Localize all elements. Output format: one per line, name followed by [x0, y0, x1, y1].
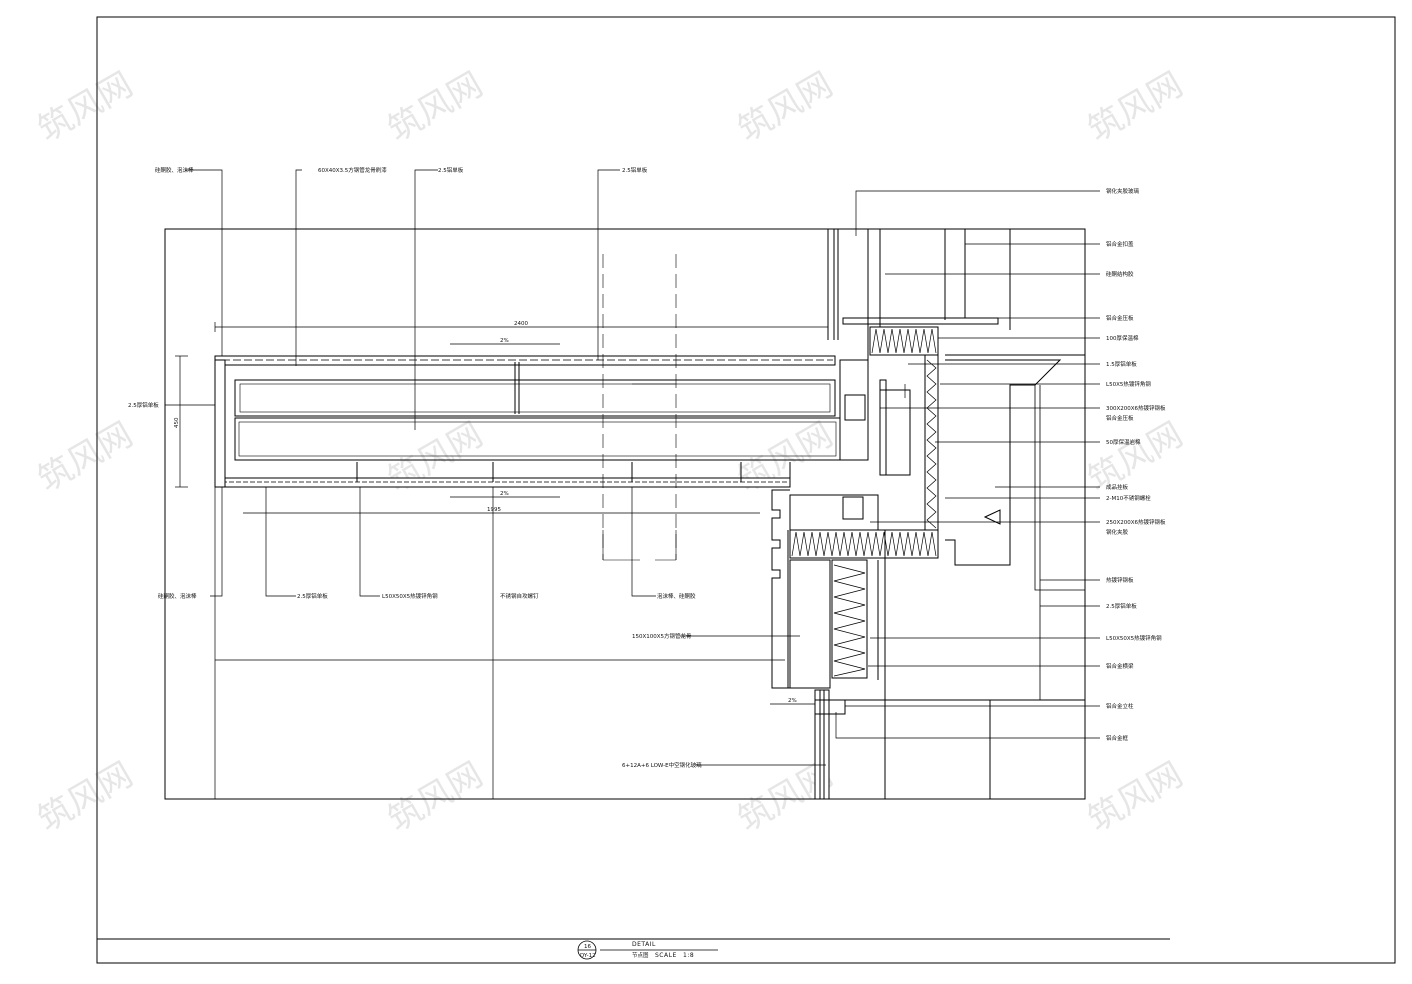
label-top: 2.5铝单板: [438, 166, 464, 174]
label-bottom: 2.5厚铝单板: [297, 592, 328, 600]
watermark: 筑风网: [731, 64, 839, 150]
label-right: 硅酮结构胶: [1106, 270, 1134, 278]
detail-ref-sheet: DY-12: [580, 953, 596, 959]
watermark: 筑风网: [31, 64, 139, 150]
dim-slope-bottom: 2%: [500, 491, 509, 497]
label-bottom: L50X50X5热镀锌角钢: [382, 592, 438, 600]
label-right: 热镀锌钢板: [1106, 576, 1134, 584]
label-right: 钢化夹胶玻璃: [1106, 187, 1140, 195]
label-mid: 150X100X5方钢管龙骨: [632, 632, 692, 640]
insulation-block: [869, 326, 939, 356]
label-right: 50厚保温岩棉: [1106, 438, 1141, 446]
watermark: 筑风网: [381, 754, 489, 840]
label-glass: 6+12A+6 LOW-E中空钢化玻璃: [622, 761, 702, 769]
label-right: 铝合金压板: [1106, 314, 1134, 322]
elevation-marker: [983, 509, 1001, 525]
label-right: 铝合金横梁: [1106, 662, 1134, 670]
label-right: 2-M10不锈钢螺栓: [1106, 494, 1151, 502]
label-top: 硅酮胶、泡沫棒: [155, 166, 194, 174]
label-right: L50X5热镀锌角钢: [1106, 380, 1151, 388]
scale-value: 1:8: [683, 952, 694, 959]
label-left: 2.5厚铝单板: [128, 401, 159, 409]
leader-lines: [165, 169, 1100, 799]
label-bottom: 硅酮胶、泡沫棒: [158, 592, 197, 600]
label-right: 铝合金扣盖: [1106, 240, 1134, 248]
label-right: 铝合金立柱: [1106, 702, 1134, 710]
label-right: 100厚保温棉: [1106, 334, 1139, 342]
label-right: L50X50X5热镀锌角钢: [1106, 634, 1162, 642]
watermark: 筑风网: [1081, 754, 1189, 840]
label-right: 300X200X6热镀锌钢板: [1106, 404, 1166, 412]
dim-slope-top: 2%: [500, 338, 509, 344]
scale-label: SCALE: [655, 952, 677, 959]
label-right: 1.5厚铝单板: [1106, 360, 1137, 368]
watermark-layer: 筑风网 筑风网 筑风网 筑风网 筑风网 筑风网 筑风网 筑风网 筑风网 筑风网 …: [31, 64, 1189, 840]
label-right: 2.5厚铝单板: [1106, 602, 1137, 610]
insulation-block: [789, 529, 939, 559]
dim-slope-small: 2%: [788, 698, 797, 704]
detail-viewport: [164, 228, 1086, 800]
label-bottom: 泡沫棒、硅酮胶: [657, 592, 696, 600]
dim-width-bottom: 1995: [487, 507, 501, 513]
detail-ref-number: 16: [584, 944, 591, 950]
sheet-border: [96, 16, 1396, 964]
label-right: 250X200X6热镀锌钢板: [1106, 518, 1166, 526]
watermark: 筑风网: [31, 754, 139, 840]
title-block: 16 DY-12 DETAIL 节点图 SCALE 1:8: [577, 940, 718, 960]
dim-height: 450: [174, 417, 180, 428]
glass-pane: [814, 689, 830, 800]
dim-width-top: 2400: [514, 321, 528, 327]
label-top: 60X40X3.5方钢管龙骨刷漆: [318, 166, 387, 174]
label-right: 成品挂板: [1106, 483, 1129, 491]
wall-structure: [771, 229, 1085, 800]
label-right: 铝合金框: [1106, 734, 1129, 742]
detail-subtitle: 节点图: [632, 951, 649, 959]
canopy-section: [214, 254, 841, 561]
label-top: 2.5铝单板: [622, 166, 648, 174]
label-right: 钢化夹胶: [1106, 528, 1129, 536]
watermark: 筑风网: [1081, 64, 1189, 150]
label-right: 铝合金压板: [1106, 414, 1134, 422]
label-bottom: 不锈钢自攻螺钉: [500, 592, 539, 600]
detail-title: DETAIL: [632, 941, 656, 948]
watermark: 筑风网: [31, 414, 139, 500]
watermark: 筑风网: [381, 64, 489, 150]
